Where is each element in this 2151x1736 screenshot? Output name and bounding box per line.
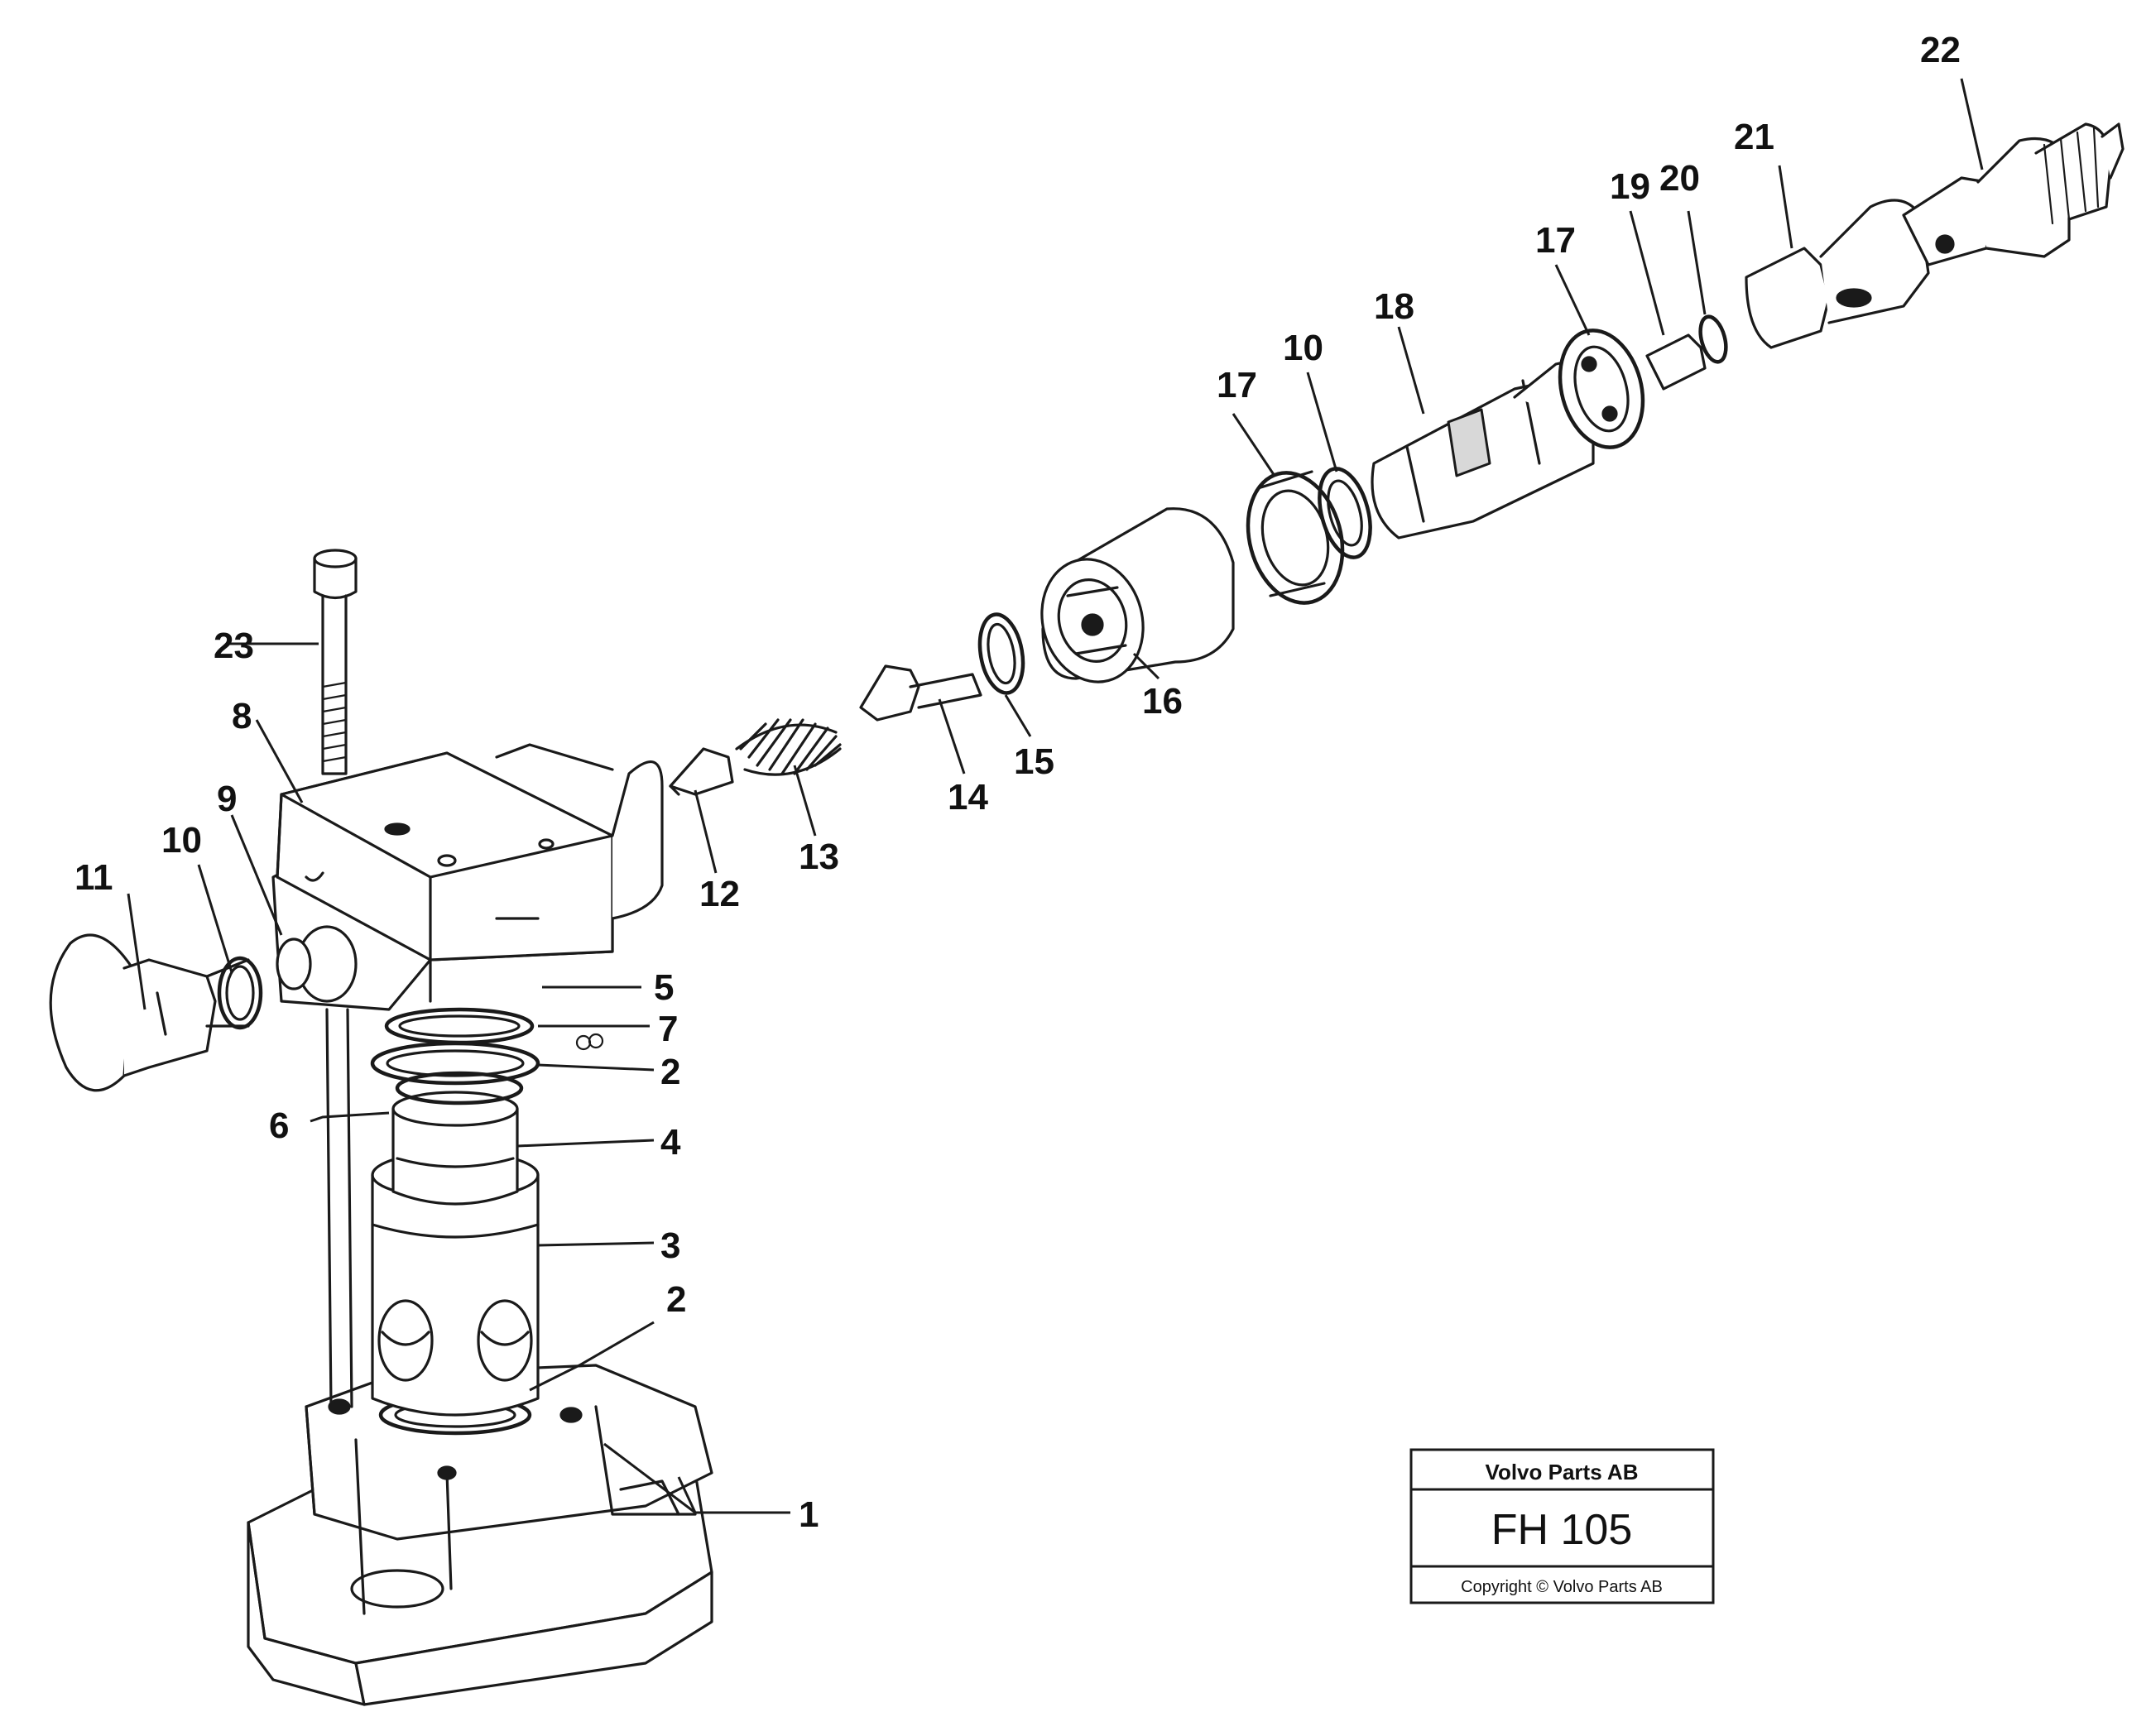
leader-lines xyxy=(127,78,1984,1514)
callout-20: 20 xyxy=(1659,158,1700,199)
upper-o-ring-10 xyxy=(1318,467,1372,559)
callout-17-upper: 17 xyxy=(1535,220,1576,261)
callout-10-left: 10 xyxy=(161,820,202,861)
adjusting-cylinder xyxy=(1040,507,1235,683)
retaining-ring xyxy=(977,612,1025,695)
lock-nut xyxy=(1246,470,1345,605)
callout-3: 3 xyxy=(660,1225,680,1266)
callout-5: 5 xyxy=(654,967,674,1008)
callout-13: 13 xyxy=(799,837,839,877)
adjusting-knob xyxy=(1902,122,2125,266)
spring-guide xyxy=(859,664,982,722)
callout-21: 21 xyxy=(1734,117,1774,157)
callout-7: 7 xyxy=(658,1009,678,1049)
callout-15: 15 xyxy=(1014,741,1054,782)
callout-2-lower: 2 xyxy=(666,1279,686,1320)
callout-11: 11 xyxy=(74,857,113,898)
callout-6: 6 xyxy=(269,1105,289,1146)
upper-lock-nut xyxy=(1558,328,1645,449)
callout-1: 1 xyxy=(799,1494,819,1535)
washers xyxy=(1645,314,1728,391)
callout-9: 9 xyxy=(217,779,237,819)
callout-23: 23 xyxy=(214,626,254,666)
title-block-footer: Copyright © Volvo Parts AB xyxy=(1461,1578,1663,1596)
mounting-bolt xyxy=(313,549,358,775)
callout-19: 19 xyxy=(1610,166,1650,207)
end-cap xyxy=(1745,199,1930,349)
left-cap-assembly xyxy=(49,933,312,1092)
callout-12: 12 xyxy=(699,874,740,914)
callout-2-upper: 2 xyxy=(660,1052,680,1092)
title-block: Volvo Parts AB FH 105 Copyright © Volvo … xyxy=(1409,1448,1715,1604)
cartridge-sleeve xyxy=(371,1150,540,1417)
title-block-code: FH 105 xyxy=(1491,1506,1633,1554)
valve-poppet xyxy=(669,747,734,796)
spring xyxy=(735,718,842,776)
callout-18: 18 xyxy=(1374,286,1414,327)
callout-10-upper: 10 xyxy=(1283,328,1323,368)
callout-17-middle: 17 xyxy=(1217,365,1257,405)
base-housing xyxy=(247,1364,713,1706)
title-block-header: Volvo Parts AB xyxy=(1486,1460,1639,1484)
callout-8: 8 xyxy=(232,696,252,736)
callout-16: 16 xyxy=(1142,681,1183,722)
callout-22: 22 xyxy=(1920,30,1961,70)
valve-body xyxy=(271,743,664,1011)
callout-4: 4 xyxy=(660,1122,681,1163)
upper-o-rings xyxy=(370,1007,604,1105)
callout-14: 14 xyxy=(948,777,988,818)
piston xyxy=(391,1091,519,1206)
callout-labels: 23 8 9 10 11 12 13 14 15 16 17 10 18 17 … xyxy=(74,30,1961,1535)
guide-rod xyxy=(325,1008,353,1408)
